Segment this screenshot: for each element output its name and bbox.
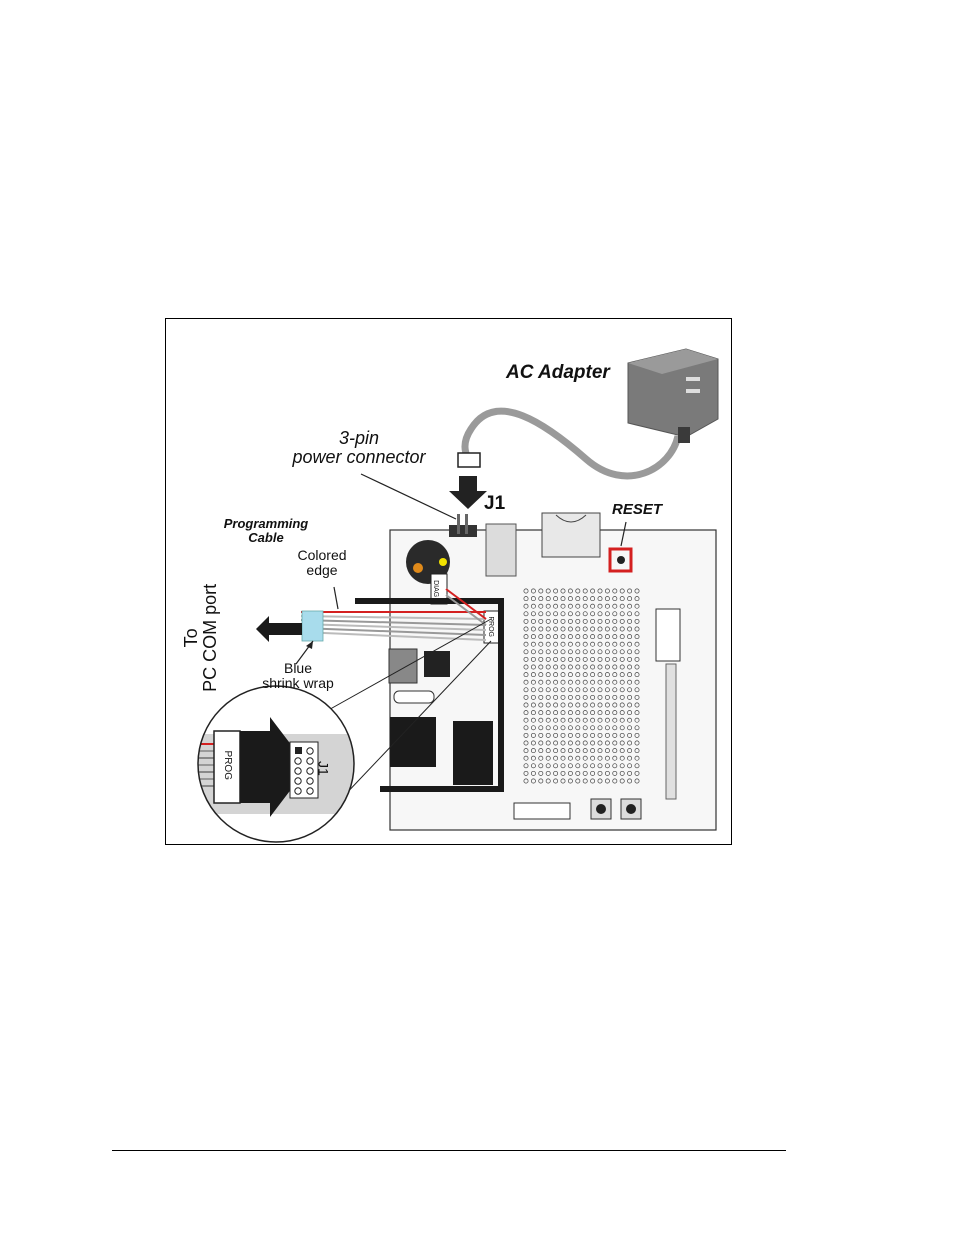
colored-edge-label-line1: Colored	[297, 547, 347, 563]
inset-arrow-icon	[240, 717, 308, 817]
ac-adapter-label: AC Adapter	[506, 362, 610, 383]
blue-shrink-wrap	[301, 610, 324, 642]
programming-cable-label-line2: Cable	[248, 529, 284, 545]
to-pc-label-line2: PC COM port	[200, 583, 220, 692]
board-diag-label: DIAG	[432, 580, 440, 598]
inset-prog-label: PROG	[221, 750, 233, 780]
board-illustration	[197, 348, 719, 843]
blue-shrink-wrap-label: Blue shrink wrap	[258, 661, 338, 690]
ac-adapter-icon	[627, 348, 719, 443]
programming-cable-label: Programming Cable	[214, 517, 318, 544]
plug-in-arrow-icon	[449, 476, 487, 509]
inset-j1-label: J1	[315, 760, 332, 776]
programming-cable	[300, 588, 487, 642]
footer-rule	[112, 1150, 786, 1151]
prototyping-area	[523, 588, 640, 784]
to-pc-arrow-icon	[256, 616, 302, 642]
blue-label-line2: shrink wrap	[262, 674, 334, 691]
board-prog-label: PROG	[486, 616, 494, 637]
power-connector-label-line2: power connector	[292, 446, 426, 467]
blue-label-line1: Blue	[283, 660, 313, 676]
reset-button-box	[608, 547, 633, 573]
colored-edge-label-line2: edge	[306, 561, 338, 578]
power-connector-label-line1: 3-pin	[338, 428, 380, 448]
to-pc-com-port-label: To PC COM port	[181, 573, 220, 703]
board-setup-figure: AC Adapter 3-pin power connector J1 RESE…	[165, 318, 732, 845]
j1-magnified-inset	[197, 685, 355, 843]
programming-cable-label-line1: Programming	[223, 516, 309, 531]
to-pc-label-line1: To	[181, 628, 202, 648]
j1-label: J1	[484, 493, 506, 514]
reset-label: RESET	[612, 501, 663, 518]
power-plug	[457, 452, 481, 468]
adapter-cord	[461, 407, 682, 480]
circuit-board	[355, 512, 717, 831]
power-connector-label: 3-pin power connector	[284, 429, 434, 467]
colored-edge-label: Colored edge	[290, 548, 354, 577]
